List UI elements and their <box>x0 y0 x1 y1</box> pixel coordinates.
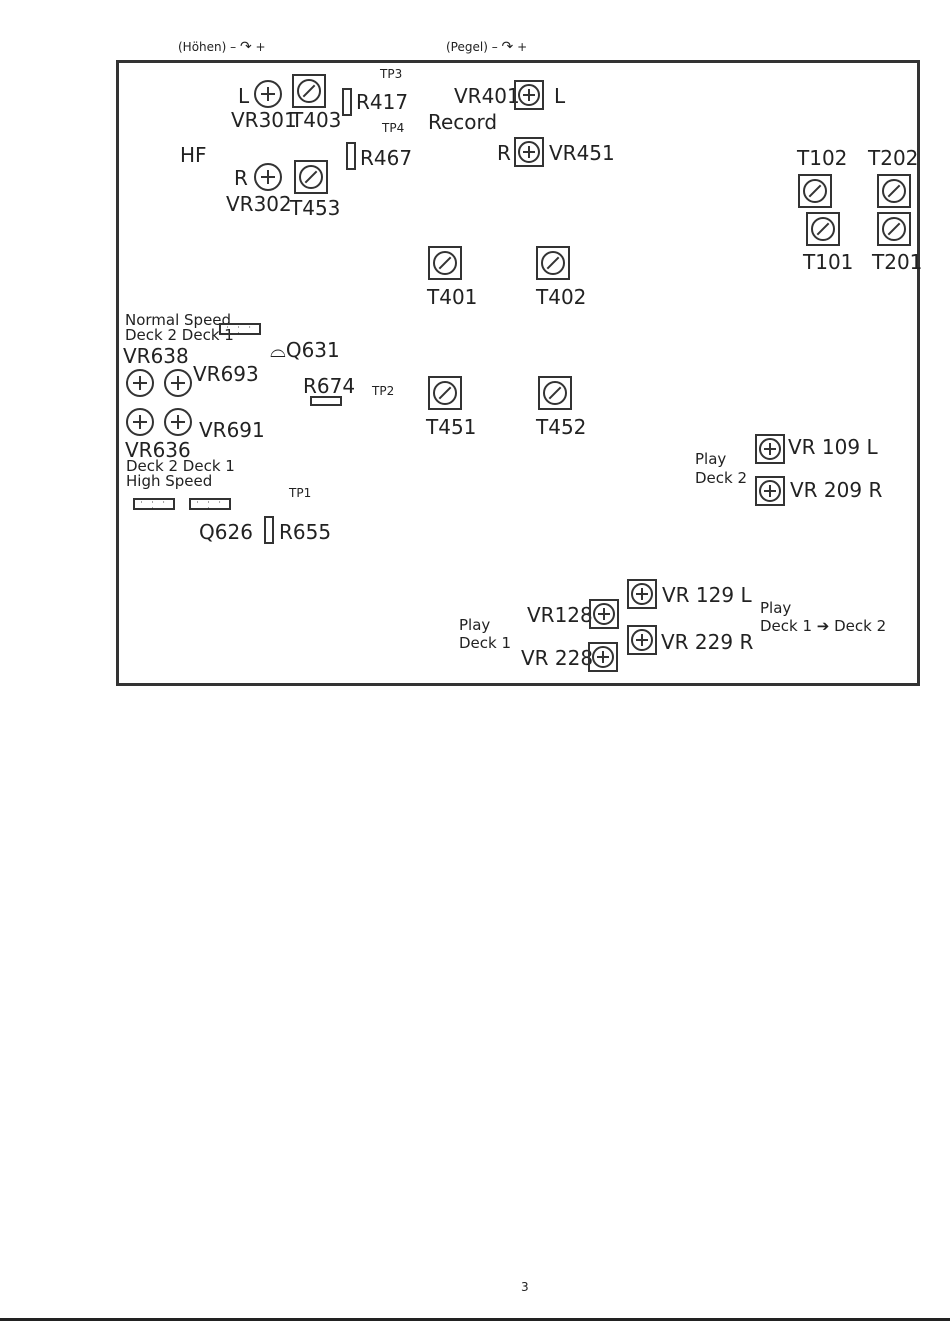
vr451-pot-icon <box>514 137 544 167</box>
r467-resistor-icon <box>346 142 356 170</box>
tp3-label: TP3 <box>380 67 403 81</box>
t102-trimmer-icon <box>798 174 832 208</box>
high-deck-label: Deck 2 Deck 1 <box>126 457 235 475</box>
vr693-pot-icon <box>164 369 192 397</box>
play-deck1-play: Play <box>459 616 491 634</box>
tp2-label: TP2 <box>372 384 395 398</box>
footer-line <box>0 1318 950 1321</box>
t202-label: T202 <box>868 146 919 170</box>
t402-label: T402 <box>536 285 587 309</box>
vr401-label: VR401 <box>454 84 520 108</box>
t403-label: T403 <box>291 108 342 132</box>
t201-trimmer-icon <box>877 212 911 246</box>
vr451-label: VR451 <box>549 141 615 165</box>
r655-resistor-icon <box>264 516 274 544</box>
vr636-pot-icon <box>126 408 154 436</box>
t102-label: T102 <box>797 146 848 170</box>
t101-trimmer-icon <box>806 212 840 246</box>
r467-label: R467 <box>360 146 413 170</box>
vr228-pot-icon <box>588 642 618 672</box>
t401-trimmer-icon <box>428 246 462 280</box>
t402-trimmer-icon <box>536 246 570 280</box>
vr693-label: VR693 <box>193 362 259 386</box>
vr109-label: VR 109 L <box>788 435 878 459</box>
vr209-label: VR 209 R <box>790 478 883 502</box>
r417-label: R417 <box>356 90 409 114</box>
hf-label: HF <box>180 143 207 167</box>
record-label: Record <box>428 110 498 134</box>
vr302-pot-icon <box>254 163 282 191</box>
pcb-outline <box>116 60 920 686</box>
vr109-pot-icon <box>755 434 785 464</box>
pegel-label: (Pegel) – ↷ + <box>446 39 528 55</box>
t401-label: T401 <box>427 285 478 309</box>
vr229-pot-icon <box>627 625 657 655</box>
vr691-label: VR691 <box>199 418 265 442</box>
vr691-pot-icon <box>164 408 192 436</box>
t403-trimmer-icon <box>292 74 326 108</box>
vr129-pot-icon <box>627 579 657 609</box>
t452-trimmer-icon <box>538 376 572 410</box>
vr401-pot-icon <box>514 80 544 110</box>
high-speed-label: High Speed <box>126 472 213 490</box>
t201-label: T201 <box>872 250 923 274</box>
vr209-pot-icon <box>755 476 785 506</box>
r674-label: R674 <box>303 374 356 398</box>
t451-label: T451 <box>426 415 477 439</box>
vr302-label: VR302 <box>226 192 292 216</box>
tp4-label: TP4 <box>382 121 405 135</box>
t453-trimmer-icon <box>294 160 328 194</box>
vr229-label: VR 229 R <box>661 630 754 654</box>
r-label: R <box>234 166 248 190</box>
play-dub-decks: Deck 1 ➔ Deck 2 <box>760 617 887 635</box>
vr301-pot-icon <box>254 80 282 108</box>
l-label: L <box>238 84 250 108</box>
vr636-label: VR636 <box>125 438 191 462</box>
q631-label: ⌓Q631 <box>270 338 340 362</box>
vr228-label: VR 228 <box>521 646 594 670</box>
vr401-channel: L <box>554 84 566 108</box>
play-deck2-play: Play <box>695 450 727 468</box>
t101-label: T101 <box>803 250 854 274</box>
normal-deck-label: Deck 2 Deck 1 <box>125 326 234 344</box>
normal-speed-connector: · · · · <box>219 323 261 338</box>
vr129-label: VR 129 L <box>662 583 752 607</box>
t453-label: T453 <box>290 196 341 220</box>
vr301-label: VR301 <box>231 108 297 132</box>
t451-trimmer-icon <box>428 376 462 410</box>
t452-label: T452 <box>536 415 587 439</box>
vr451-channel: R <box>497 141 511 165</box>
play-deck2-deck: Deck 2 <box>695 469 748 487</box>
r655-label: R655 <box>279 520 332 544</box>
play-dub-play: Play <box>760 599 792 617</box>
high-speed-connector-deck1: · · · · <box>189 498 231 513</box>
vr638-label: VR638 <box>123 344 189 368</box>
vr638-pot-icon <box>126 369 154 397</box>
r417-resistor-icon <box>342 88 352 116</box>
page-number: 3 <box>521 1280 529 1294</box>
vr128-label: VR128 <box>527 603 593 627</box>
hoehen-label: (Höhen) – ↷ + <box>178 39 266 55</box>
q626-label: Q626 <box>199 520 253 544</box>
t202-trimmer-icon <box>877 174 911 208</box>
high-speed-connector-deck2: · · · · <box>133 498 175 513</box>
r674-resistor-icon <box>310 396 342 406</box>
tp1-label: TP1 <box>289 486 312 500</box>
play-deck1-deck: Deck 1 <box>459 634 512 652</box>
vr128-pot-icon <box>589 599 619 629</box>
normal-speed-label: Normal Speed <box>125 311 232 329</box>
